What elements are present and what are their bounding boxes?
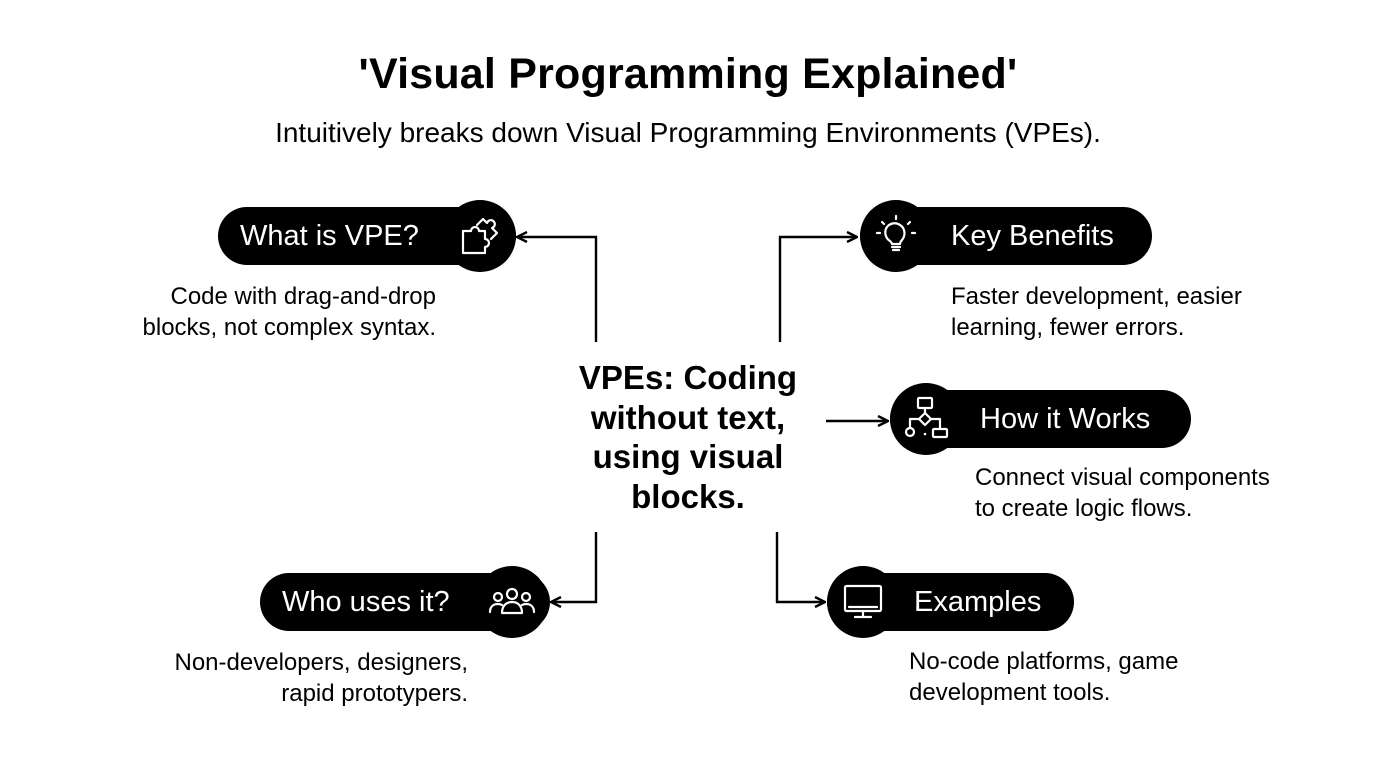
flowchart-icon: [890, 383, 962, 455]
node-how-it-works: How it Works: [890, 383, 1191, 455]
diagram-title: 'Visual Programming Explained': [358, 50, 1018, 98]
monitor-icon: [827, 566, 899, 638]
users-icon: [476, 566, 548, 638]
central-concept-line: using visual: [592, 438, 784, 475]
description-line: Code with drag-and-drop: [170, 283, 437, 310]
node-description: Non-developers, designers, rapid prototy…: [108, 647, 469, 709]
node-description: Faster development, easier learning, few…: [951, 281, 1311, 343]
node-label: Key Benefits: [951, 219, 1114, 252]
description-line: Connect visual components: [975, 464, 1270, 491]
arrow-to-what-is: [517, 237, 598, 342]
arrow-to-benefits: [778, 237, 857, 342]
node-who-uses-it: Who uses it?: [260, 566, 550, 638]
central-concept: VPEs: Coding without text, using visual …: [560, 358, 816, 516]
node-description: Connect visual components to create logi…: [975, 462, 1335, 524]
diagram-subtitle: Intuitively breaks down Visual Programmi…: [275, 117, 1101, 148]
description-line: rapid prototypers.: [281, 680, 468, 707]
node-examples: Examples: [827, 566, 1074, 638]
lightbulb-icon: [860, 200, 932, 272]
description-line: development tools.: [909, 679, 1111, 706]
node-description: Code with drag-and-drop blocks, not comp…: [100, 281, 436, 343]
node-label: Who uses it?: [282, 585, 450, 618]
description-line: No-code platforms, game: [909, 648, 1179, 675]
central-concept-line: VPEs: Coding: [578, 359, 798, 396]
description-line: Non-developers, designers,: [174, 649, 469, 676]
node-label: What is VPE?: [240, 219, 419, 252]
central-concept-line: blocks.: [631, 477, 745, 515]
description-line: learning, fewer errors.: [951, 314, 1185, 341]
node-label: How it Works: [980, 402, 1151, 435]
arrow-to-examples: [775, 532, 825, 602]
puzzle-icon: [444, 200, 516, 272]
node-key-benefits: Key Benefits: [860, 200, 1152, 272]
description-line: blocks, not complex syntax.: [142, 314, 436, 341]
node-label: Examples: [914, 585, 1042, 618]
node-description: No-code platforms, game development tool…: [909, 646, 1269, 708]
central-concept-line: without text,: [590, 398, 786, 436]
arrow-to-who: [551, 532, 598, 602]
description-line: to create logic flows.: [975, 495, 1193, 522]
node-what-is-vpe: What is VPE?: [218, 200, 516, 272]
description-line: Faster development, easier: [951, 283, 1242, 310]
